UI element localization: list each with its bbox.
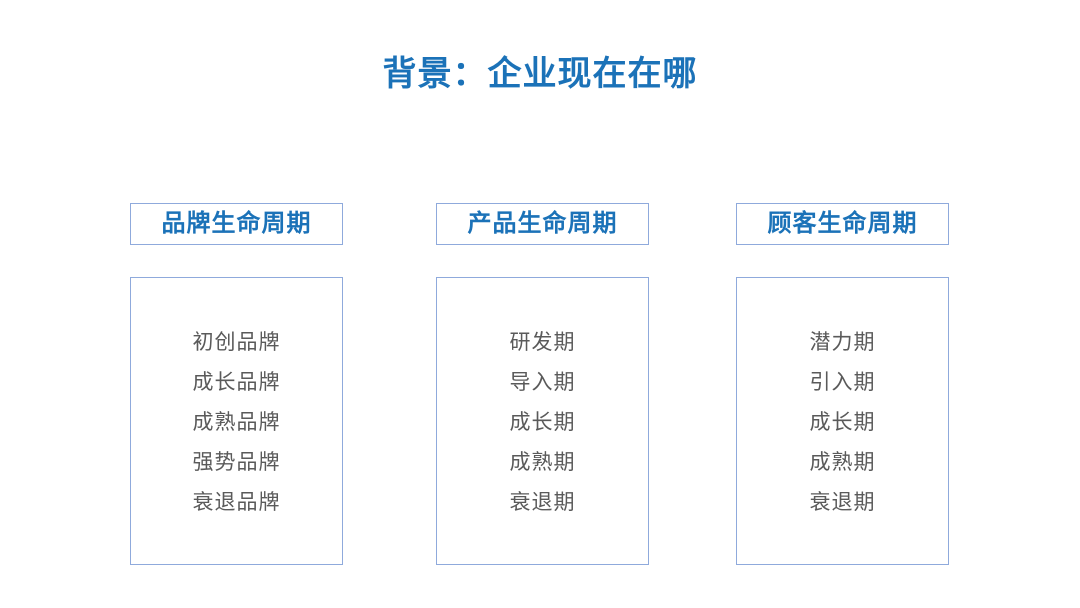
list-item: 初创品牌 <box>192 331 281 354</box>
list-item: 衰退期 <box>809 491 876 514</box>
list-item: 导入期 <box>509 371 576 394</box>
list-item: 研发期 <box>509 331 576 354</box>
list-item: 衰退品牌 <box>192 491 281 514</box>
column-header-label-brand: 品牌生命周期 <box>161 210 312 237</box>
column-body-box-brand: 初创品牌 成长品牌 成熟品牌 强势品牌 衰退品牌 <box>130 277 343 565</box>
page-title: 背景：企业现在在哪 <box>382 55 698 93</box>
list-item: 成长品牌 <box>192 371 281 394</box>
list-item: 衰退期 <box>509 491 576 514</box>
column-header-label-customer: 顾客生命周期 <box>767 210 918 237</box>
column-header-box-customer[interactable]: 顾客生命周期 <box>736 203 949 245</box>
list-item: 成长期 <box>509 411 576 434</box>
column-body-box-product: 研发期 导入期 成长期 成熟期 衰退期 <box>436 277 649 565</box>
lifecycle-column-product: 产品生命周期 研发期 导入期 成长期 成熟期 衰退期 <box>436 203 649 565</box>
lifecycle-column-brand: 品牌生命周期 初创品牌 成长品牌 成熟品牌 强势品牌 衰退品牌 <box>130 203 343 565</box>
list-item: 潜力期 <box>809 331 876 354</box>
column-header-box-brand[interactable]: 品牌生命周期 <box>130 203 343 245</box>
list-item: 引入期 <box>809 371 876 394</box>
column-body-box-customer: 潜力期 引入期 成长期 成熟期 衰退期 <box>736 277 949 565</box>
lifecycle-column-customer: 顾客生命周期 潜力期 引入期 成长期 成熟期 衰退期 <box>736 203 949 565</box>
column-header-label-product: 产品生命周期 <box>467 210 618 237</box>
list-item: 成熟品牌 <box>192 411 281 434</box>
list-item: 成熟期 <box>509 451 576 474</box>
list-item: 成长期 <box>809 411 876 434</box>
list-item: 成熟期 <box>809 451 876 474</box>
list-item: 强势品牌 <box>192 451 281 474</box>
column-header-box-product[interactable]: 产品生命周期 <box>436 203 649 245</box>
